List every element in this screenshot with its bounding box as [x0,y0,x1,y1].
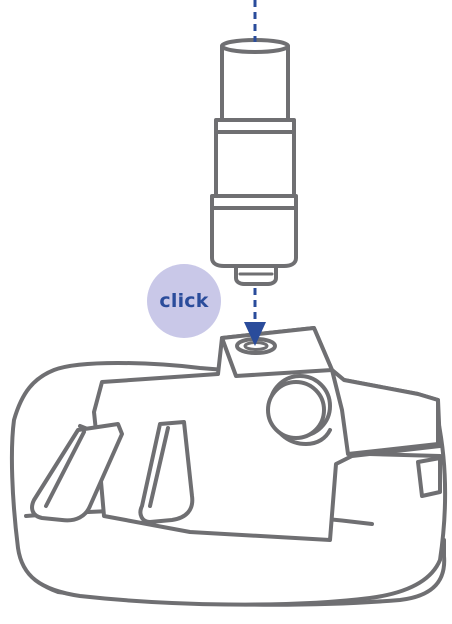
device-housing-top [222,328,332,376]
click-badge: click [147,264,221,338]
cartridge-vial-icon [212,40,296,284]
click-label: click [159,290,208,312]
device-side-notch [418,458,440,496]
docking-device-icon [12,328,445,605]
device-housing-right [332,370,438,454]
